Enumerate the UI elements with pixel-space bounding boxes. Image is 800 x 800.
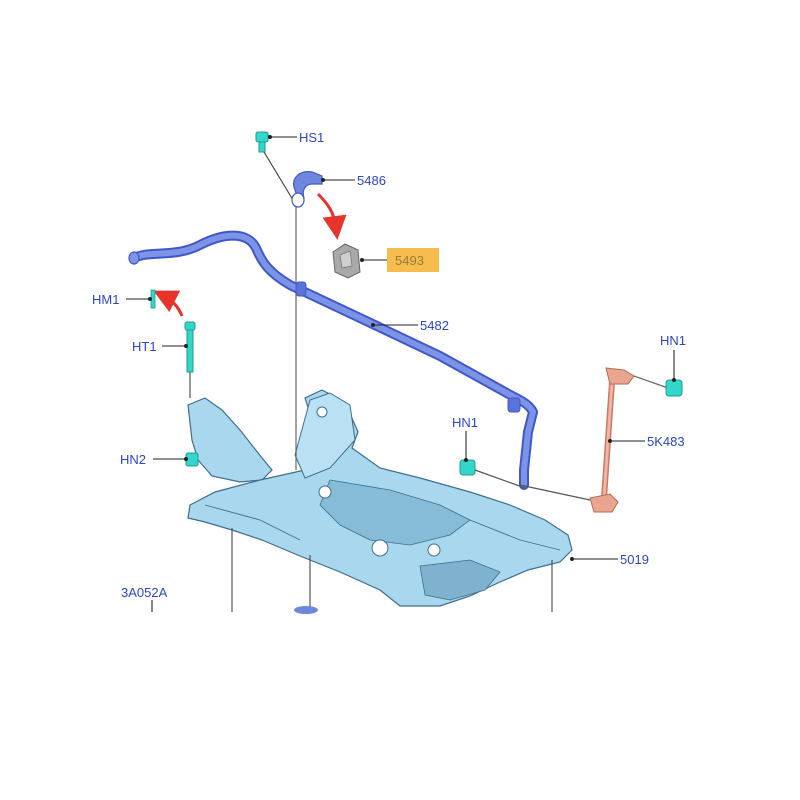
stabilizer-bar — [128, 230, 538, 490]
bushing-5493-icon — [332, 243, 361, 279]
highlight-box-5493 — [387, 248, 439, 272]
bracket-5486-icon — [291, 171, 323, 208]
label-5k483: 5K483 — [647, 434, 685, 449]
label-5486: 5486 — [357, 173, 386, 188]
hn1-right-nut-icon — [665, 379, 683, 397]
hn1-mid-nut-icon — [459, 459, 476, 476]
label-hm1: HM1 — [92, 292, 119, 307]
red-arrow-icon — [153, 290, 184, 317]
label-ht1: HT1 — [132, 339, 157, 354]
hs1-bolt-icon — [255, 131, 269, 153]
label-hn1-mid: HN1 — [452, 415, 478, 430]
label-hs1: HS1 — [299, 130, 324, 145]
subframe — [187, 389, 573, 607]
label-hn1-right: HN1 — [660, 333, 686, 348]
label-5482: 5482 — [420, 318, 449, 333]
label-5019: 5019 — [620, 552, 649, 567]
lower-fastener-icon — [294, 606, 318, 614]
label-5493: 5493 — [395, 253, 424, 268]
red-arrow-icon — [316, 192, 347, 240]
label-hn2: HN2 — [120, 452, 146, 467]
label-3a052a: 3A052A — [121, 585, 168, 600]
stabilizer-link-5k483-icon — [589, 367, 669, 513]
